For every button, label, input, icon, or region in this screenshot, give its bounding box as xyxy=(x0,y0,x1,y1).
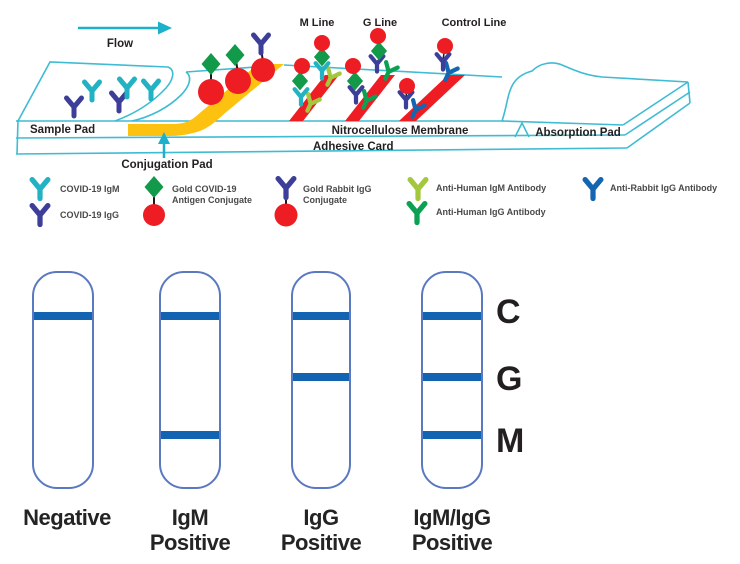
conjugate-particles xyxy=(198,35,275,105)
covid19-igm-antibody-icon xyxy=(32,180,48,199)
legend: COVID-19 IgM COVID-19 IgG Gold COVID-19 … xyxy=(32,176,717,227)
m-line xyxy=(161,431,219,439)
flow-arrowhead-icon xyxy=(158,21,172,35)
membrane-fold-mark xyxy=(514,121,530,138)
sample-pad-top-outline xyxy=(17,61,174,122)
c-line xyxy=(34,312,92,320)
legend-label: Anti-Human IgG Antibody xyxy=(436,207,546,217)
strip-caption: IgM xyxy=(172,505,208,530)
g-line-label: G Line xyxy=(363,17,397,29)
anti-human-igg-antibody-icon xyxy=(409,204,425,223)
legend-item-gold-rabbit-igg-conjugate: Gold Rabbit IgG Conjugate xyxy=(274,179,372,227)
legend-label: COVID-19 IgM xyxy=(60,184,120,194)
legend-item-anti-human-igm: Anti-Human IgM Antibody xyxy=(410,180,546,199)
legend-label: Anti-Human IgM Antibody xyxy=(436,183,546,193)
strip-caption: IgM/IgG xyxy=(413,505,490,530)
legend-label: Gold Rabbit IgG xyxy=(303,184,372,194)
legend-item-anti-rabbit-igg: Anti-Rabbit IgG Antibody xyxy=(585,180,717,199)
legend-label: Gold COVID-19 xyxy=(172,184,237,194)
strip-caption-line2: Positive xyxy=(281,530,362,555)
g-line-stacks xyxy=(345,28,398,110)
legend-item-gold-antigen-conjugate: Gold COVID-19 Antigen Conjugate xyxy=(143,176,252,226)
strip-caption: IgG xyxy=(303,505,338,530)
adhesive-card-label: Adhesive Card xyxy=(313,141,394,153)
strip-caption-line2: Positive xyxy=(412,530,493,555)
legend-label: COVID-19 IgG xyxy=(60,210,119,220)
control-line-stacks xyxy=(399,38,458,119)
m-line-stacks xyxy=(291,35,340,113)
legend-label-line2: Antigen Conjugate xyxy=(172,195,252,205)
test-strip-igm-igg-positive: IgM/IgG Positive xyxy=(412,271,493,555)
m-line xyxy=(423,431,481,439)
m-line-label: M Line xyxy=(300,17,335,29)
legend-item-covid-igm: COVID-19 IgM xyxy=(32,180,120,199)
strip-caption: Negative xyxy=(23,505,111,530)
legend-item-covid-igg: COVID-19 IgG xyxy=(32,206,119,225)
strip-body-outline xyxy=(15,61,691,155)
anti-rabbit-igg-antibody-icon xyxy=(585,180,601,199)
c-line xyxy=(161,312,219,320)
c-line xyxy=(423,312,481,320)
gold-particle-icon xyxy=(143,204,165,226)
flow-label: Flow xyxy=(107,38,133,50)
sample-antibodies xyxy=(67,79,159,116)
legend-label-line2: Conjugate xyxy=(303,195,347,205)
conjugation-pad-label: Conjugation Pad xyxy=(121,159,212,171)
c-band-letter: C xyxy=(496,293,521,331)
gold-covid19-antigen-icon xyxy=(144,176,164,198)
absorption-pad-label: Absorption Pad xyxy=(535,127,621,139)
c-line xyxy=(293,312,349,320)
m-band-letter: M xyxy=(496,422,524,460)
strip-caption-line2: Positive xyxy=(150,530,231,555)
nitrocellulose-membrane-label: Nitrocellulose Membrane xyxy=(332,125,469,137)
gold-particle-icon xyxy=(274,203,298,227)
flow-arrow: Flow xyxy=(78,21,172,50)
test-strip-negative: Negative xyxy=(23,271,112,530)
absorption-pad-top-outline xyxy=(501,62,689,122)
anti-human-igm-antibody-icon xyxy=(410,180,426,199)
g-line xyxy=(423,373,481,381)
g-band-letter: G xyxy=(496,360,522,398)
control-line-label: Control Line xyxy=(442,17,507,29)
result-strips: Negative IgM Positive IgG Positive IgM/I… xyxy=(23,271,524,555)
conjugation-pad-pointer: Conjugation Pad xyxy=(121,132,213,171)
test-strip-igg-positive: IgG Positive xyxy=(281,271,362,555)
g-line xyxy=(293,373,349,381)
conjugation-pad-arrowhead-icon xyxy=(158,132,170,144)
covid19-igg-antibody-icon xyxy=(32,206,48,225)
legend-item-anti-human-igg: Anti-Human IgG Antibody xyxy=(409,204,546,223)
rabbit-igg-antibody-icon xyxy=(278,179,294,198)
legend-label: Anti-Rabbit IgG Antibody xyxy=(610,183,717,193)
sample-pad-label: Sample Pad xyxy=(30,124,95,136)
test-strip-igm-positive: IgM Positive xyxy=(150,271,231,555)
